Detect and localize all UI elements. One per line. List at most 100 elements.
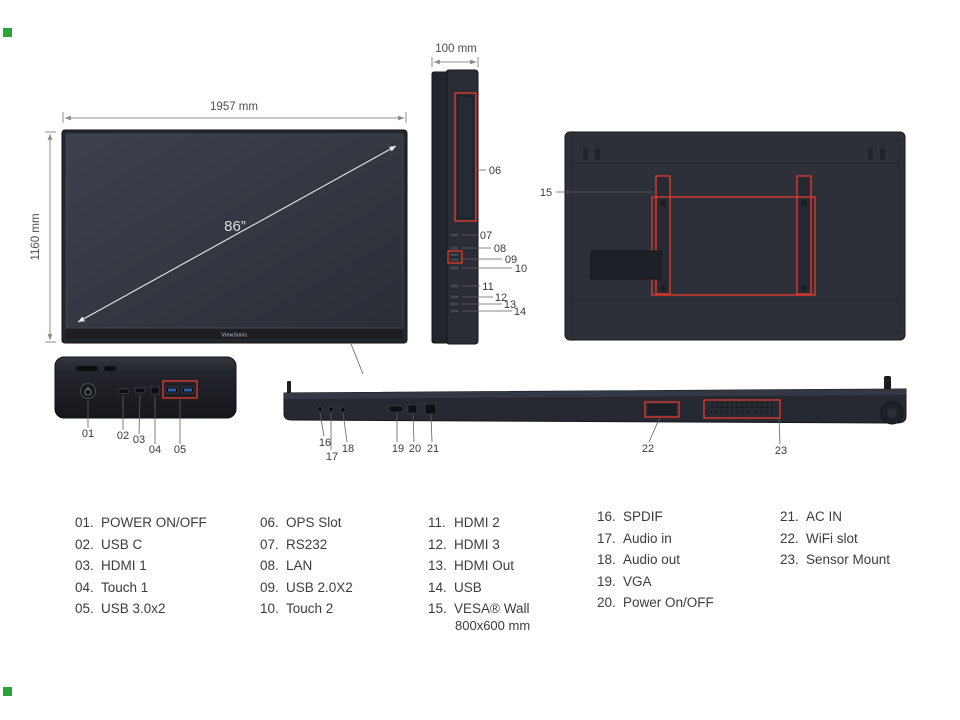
legend-number: 19. bbox=[597, 573, 616, 589]
back-panel bbox=[564, 131, 906, 341]
legend-item-23: 23. Sensor Mount bbox=[780, 552, 890, 568]
legend-number: 21. bbox=[780, 509, 799, 524]
wifi-slot bbox=[648, 404, 676, 415]
legend-number: 18. bbox=[597, 552, 616, 567]
diagonal-arrow bbox=[77, 145, 397, 323]
legend-item-09: 09.USB 2.0X2 bbox=[260, 580, 353, 596]
legend-column-4: 16.SPDIF 17.Audio in 18.Audio out 19.VGA… bbox=[597, 509, 714, 617]
legend-item-20: 20. Power On/OFF bbox=[597, 595, 714, 611]
side-callout-leaders bbox=[462, 169, 512, 312]
legend-number: 09. bbox=[260, 579, 279, 595]
callout-04: 04 bbox=[149, 444, 161, 456]
sensor-grille bbox=[708, 402, 774, 416]
usb2-highlight bbox=[447, 250, 463, 264]
legend-number: 13. bbox=[428, 558, 447, 573]
callout-14: 14 bbox=[514, 306, 526, 318]
callout-12: 12 bbox=[495, 292, 507, 304]
front-view: 1957 mm 1160 mm ViewSonic 86” bbox=[30, 101, 408, 375]
depth-dimension: 100 mm bbox=[431, 43, 479, 67]
height-label: 1160 mm bbox=[30, 213, 42, 260]
legend-item-04: 04.Touch 1 bbox=[75, 580, 207, 596]
callout-19: 19 bbox=[392, 443, 404, 455]
bottom-ports-closeup: 01 02 03 04 05 bbox=[54, 356, 237, 456]
callout-17: 17 bbox=[326, 451, 338, 463]
legend-item-21: 21. AC IN bbox=[780, 509, 890, 525]
legend-item-18: 18.Audio out bbox=[597, 552, 714, 568]
legend-label: AC IN bbox=[806, 509, 843, 524]
legend-label: Power On/OFF bbox=[623, 595, 714, 610]
legend-item-10: 10. Touch 2 bbox=[260, 601, 353, 617]
legend-column-3: 11. HDMI 2 12.HDMI 3 13. HDMI Out 14. USB 1… bbox=[428, 515, 530, 639]
wifi-slot-highlight bbox=[644, 401, 680, 418]
bottom-edge-view: 16 17 18 19 20 21 22 23 bbox=[283, 376, 907, 463]
callout-21: 21 bbox=[427, 443, 439, 455]
legend-item-07: 07. RS232 bbox=[260, 537, 353, 553]
callout-15: 15 bbox=[540, 187, 552, 199]
side-view: 100 mm bbox=[431, 43, 527, 345]
callout-03: 03 bbox=[133, 434, 145, 446]
stand-foot bbox=[880, 401, 904, 425]
legend-label: HDMI 2 bbox=[454, 515, 500, 530]
legend-item-15: 15. VESA® Wall 800x600 mm bbox=[428, 601, 530, 633]
legend-number: 04. bbox=[75, 579, 94, 595]
back-view: 15 bbox=[540, 131, 906, 341]
callout-08: 08 bbox=[494, 243, 506, 255]
vesa-screw-holes bbox=[660, 200, 807, 291]
legend-column-2: 06.OPS Slot 07. RS232 08.LAN 09.USB 2.0X2… bbox=[260, 515, 353, 623]
legend-number: 16. bbox=[597, 509, 616, 524]
back-port-recess bbox=[590, 250, 662, 280]
touch-port bbox=[150, 386, 160, 395]
audio-jacks bbox=[317, 406, 346, 413]
legend-label: Sensor Mount bbox=[806, 552, 891, 567]
legend-item-02: 02.USB C bbox=[75, 537, 207, 553]
legend-label: Touch 2 bbox=[286, 601, 334, 616]
legend-label: HDMI 1 bbox=[101, 558, 147, 573]
legend-number: 15. bbox=[428, 601, 447, 616]
legend-number: 05. bbox=[75, 601, 94, 616]
usb3-highlight bbox=[162, 380, 198, 399]
legend-label: VGA bbox=[623, 573, 652, 589]
legend-number: 10. bbox=[260, 601, 279, 616]
legend-item-12: 12.HDMI 3 bbox=[428, 537, 530, 553]
legend-item-06: 06.OPS Slot bbox=[260, 515, 353, 531]
legend-item-13: 13. HDMI Out bbox=[428, 558, 530, 574]
legend-number: 07. bbox=[260, 536, 279, 552]
legend-number: 01. bbox=[75, 515, 94, 530]
legend-label: USB 3.0x2 bbox=[101, 601, 166, 616]
closeup-callout-leaders bbox=[87, 394, 181, 444]
handle-slots bbox=[583, 148, 885, 160]
legend-number: 14. bbox=[428, 579, 447, 595]
legend-item-15-sub: 800x600 mm bbox=[455, 617, 531, 633]
legend-label: HDMI 3 bbox=[454, 536, 500, 552]
brand-logo: ViewSonic bbox=[222, 333, 248, 339]
vesa-pattern-highlight bbox=[651, 196, 816, 296]
legend-item-03: 03.HDMI 1 bbox=[75, 558, 207, 574]
side-port-marks bbox=[449, 232, 460, 314]
legend-label: HDMI Out bbox=[454, 558, 515, 573]
usb3-ports bbox=[165, 386, 195, 394]
legend-number: 23. bbox=[780, 552, 799, 567]
callout-02: 02 bbox=[117, 430, 129, 442]
legend-label: RS232 bbox=[286, 536, 328, 552]
callout-07: 07 bbox=[480, 230, 492, 242]
legend-label: WiFi slot bbox=[806, 530, 858, 546]
antenna-stub-left bbox=[287, 381, 291, 394]
spec-diagram: 1957 mm 1160 mm ViewSonic 86” 100 mm bbox=[30, 43, 907, 463]
legend-item-05: 05. USB 3.0x2 bbox=[75, 601, 207, 617]
ops-slot-highlight bbox=[454, 92, 477, 222]
legend-item-08: 08.LAN bbox=[260, 558, 353, 574]
legend-label: POWER ON/OFF bbox=[101, 515, 207, 530]
callout-22: 22 bbox=[642, 443, 654, 455]
width-label: 1957 mm bbox=[210, 101, 258, 113]
legend-number: 20. bbox=[597, 595, 616, 610]
depth-label: 100 mm bbox=[435, 43, 477, 55]
ops-slot bbox=[457, 95, 474, 219]
legend-label: VESA® Wall bbox=[454, 601, 530, 616]
legend-number: 22. bbox=[780, 530, 799, 546]
legend-label: USB bbox=[454, 579, 482, 595]
legend-number: 11. bbox=[428, 515, 446, 530]
legend-number: 17. bbox=[597, 530, 616, 546]
marker-green-top-left bbox=[3, 28, 12, 37]
legend-label: OPS Slot bbox=[286, 515, 342, 530]
